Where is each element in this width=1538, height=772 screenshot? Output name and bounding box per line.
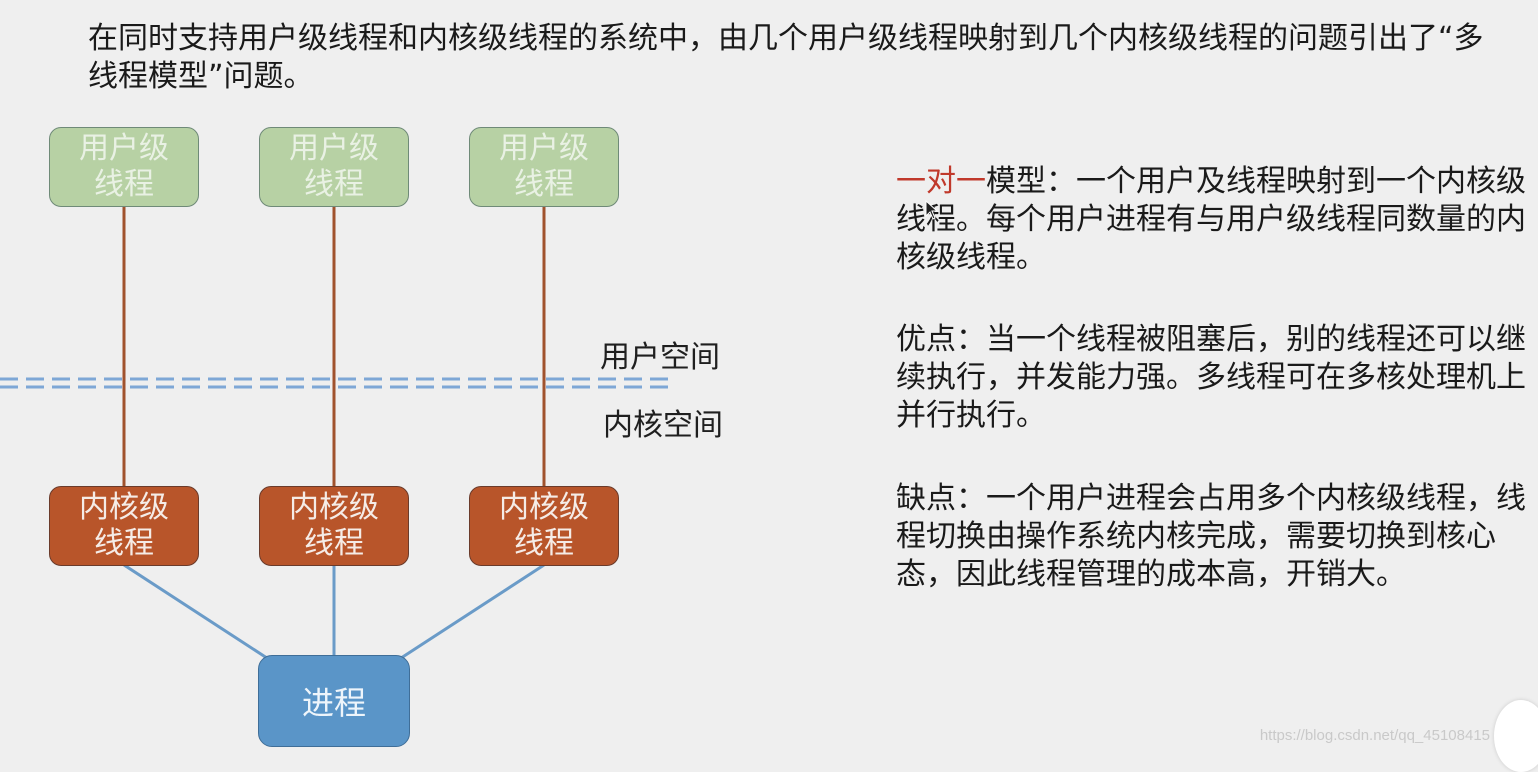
thread-model-diagram bbox=[0, 207, 672, 662]
intro-paragraph: 在同时支持用户级线程和内核级线程的系统中，由几个用户级线程映射到几个内核级线程的… bbox=[88, 21, 1484, 94]
model-name-highlight: 一对一 bbox=[896, 164, 986, 199]
watermark: https://blog.csdn.net/qq_45108415 bbox=[1259, 727, 1490, 744]
process-line-3 bbox=[397, 563, 545, 662]
user-thread-box-3: 用户级 线程 bbox=[469, 127, 619, 207]
kernel-thread-box-2: 内核级 线程 bbox=[259, 486, 409, 566]
user-thread-box-1: 用户级 线程 bbox=[49, 127, 199, 207]
process-line-1 bbox=[123, 563, 271, 662]
kernel-space-label: 内核空间 bbox=[603, 408, 723, 443]
user-thread-box-2: 用户级 线程 bbox=[259, 127, 409, 207]
user-space-label: 用户空间 bbox=[600, 340, 720, 375]
kernel-thread-box-3: 内核级 线程 bbox=[469, 486, 619, 566]
advantages-text: 优点：当一个线程被阻塞后，别的线程还可以继续执行，并发能力强。多线程可在多核处理… bbox=[896, 322, 1526, 433]
disadvantages-text: 缺点：一个用户进程会占用多个内核级线程，线程切换由操作系统内核完成，需要切换到核… bbox=[896, 481, 1526, 592]
model-description: 模型：一个用户及线程映射到一个内核级线程。每个用户进程有与用户级线程同数量的内核… bbox=[896, 164, 1526, 275]
kernel-thread-box-1: 内核级 线程 bbox=[49, 486, 199, 566]
one-to-one-description: 一对一模型：一个用户及线程映射到一个内核级线程。每个用户进程有与用户级线程同数量… bbox=[896, 163, 1528, 277]
process-box: 进程 bbox=[258, 655, 410, 747]
corner-widget bbox=[1494, 700, 1538, 772]
mouse-cursor-icon bbox=[925, 200, 939, 220]
